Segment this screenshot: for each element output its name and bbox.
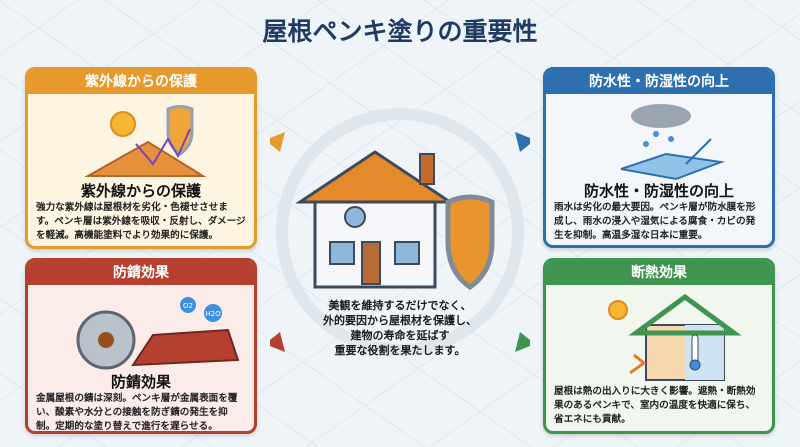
center-line: 美観を維持するだけでなく、 — [328, 299, 472, 312]
panel-body: 屋根は熱の出入りに大きく影響。遮熱・断熱効果のあるペンキで、室内の温度を快適に保… — [554, 386, 756, 425]
panel-subtitle: 防水性・防湿性の向上 — [583, 182, 734, 200]
panel-header: 防錆効果 — [28, 261, 254, 285]
arrow-icon — [515, 132, 530, 152]
page-title: 屋根ペンキ塗りの重要性 — [262, 17, 538, 46]
oxygen-label: O2 — [183, 302, 193, 310]
sun-roof-shield-icon — [84, 105, 207, 177]
panel-body: 雨水は劣化の最大要因。ペンキ層が防水膜を形成し、雨水の浸入や湿気による腐食・カビ… — [554, 202, 756, 241]
arrow-icon — [270, 132, 285, 152]
rain-membrane-icon — [620, 104, 725, 181]
panel-waterproofing: 防水性・防湿性の向上 防水性・防湿性の向上 雨水は劣化の最大要因。ペンキ層が防水… — [543, 67, 775, 248]
house-icon — [295, 150, 455, 289]
panel-header: 防水性・防湿性の向上 — [546, 70, 772, 94]
panel-insulation: 断熱効果 屋根は熱の出入りに大きく影響。遮熱・断熱効果のあるペンキで、室内の温度… — [543, 258, 775, 434]
center-illustration — [270, 108, 530, 356]
rusty-roof-icon: O2 H2O — [76, 297, 240, 370]
center-line: 重要な役割を果たします。 — [334, 344, 466, 357]
shield-icon — [445, 194, 495, 291]
panel-subtitle: 紫外線からの保護 — [80, 182, 201, 200]
panel-subtitle: 防錆効果 — [110, 373, 171, 391]
panel-header: 断熱効果 — [546, 261, 772, 285]
panel-header: 紫外線からの保護 — [28, 70, 254, 94]
insulated-house-icon — [608, 293, 742, 381]
center-description: 美観を維持するだけでなく、 外的要因から屋根材を保護し、 建物の寿命を延ばす 重… — [280, 298, 520, 358]
cycle-ring — [276, 108, 524, 356]
center-line: 外的要因から屋根材を保護し、 — [323, 314, 477, 327]
center-line: 建物の寿命を延ばす — [350, 329, 450, 342]
water-label: H2O — [205, 310, 221, 318]
panel-body: 強力な紫外線は屋根材を劣化・色褪せさせます。ペンキ層は紫外線を吸収・反射し、ダメ… — [36, 202, 246, 241]
arrow-icon — [270, 332, 285, 352]
arrow-icon — [515, 332, 530, 352]
panel-body: 金属屋根の錆は深刻。ペンキ層が金属表面を覆い、酸素や水分との接触を防ぎ錆の発生を… — [36, 393, 238, 432]
panel-uv-protection: 紫外線からの保護 紫外線からの保護 強力な紫外線は屋根材を劣化・色褪せさせます。… — [25, 67, 257, 249]
panel-rust-prevention: 防錆効果 O2 H2O 防錆効果 金属屋根の錆は深刻。ペンキ層が金属表面を覆い、… — [25, 258, 257, 434]
